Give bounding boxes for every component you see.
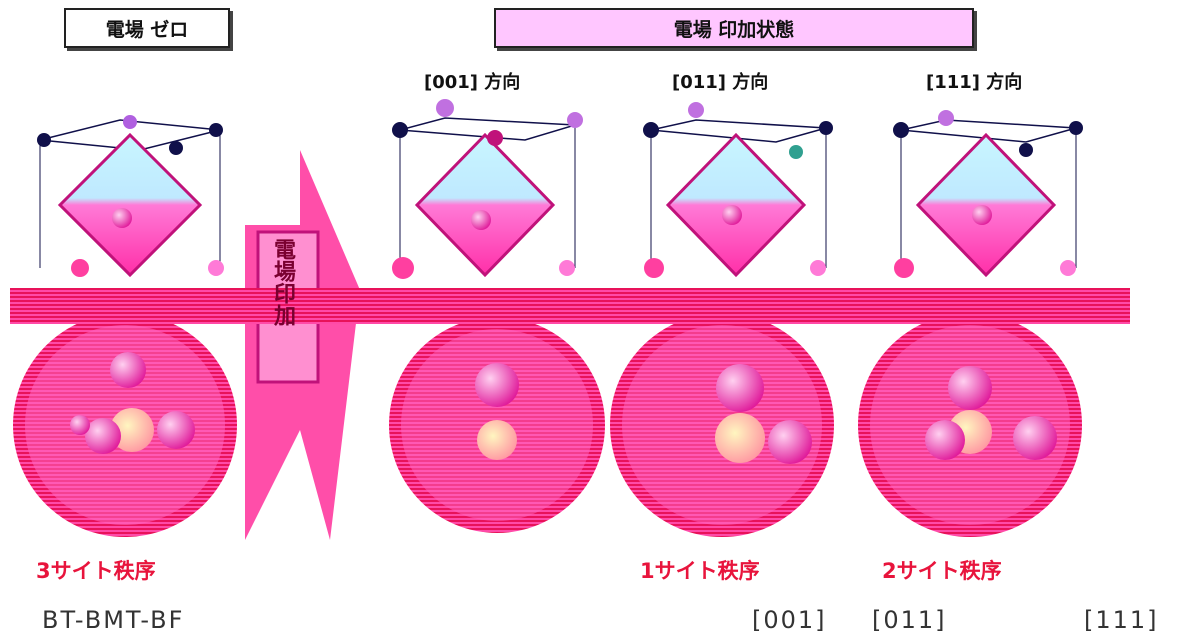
three-site-order-label: 3サイト秩序 xyxy=(36,559,156,583)
one-site-order-label: 1サイト秩序 xyxy=(640,559,760,583)
unit-cell-011 xyxy=(643,102,833,278)
unit-cell-zero xyxy=(37,115,224,278)
field-applied-arrow-label: 電場印加 xyxy=(270,238,295,326)
applied-field-header: 電場 印加状態 xyxy=(494,8,974,48)
material-name: BT-BMT-BF xyxy=(42,606,185,634)
footer-001: [001] xyxy=(752,606,827,634)
zero-field-label: 電場 ゼロ xyxy=(105,18,189,41)
unit-cell-111 xyxy=(893,110,1083,278)
two-site-order-label: 2サイト秩序 xyxy=(882,559,1002,583)
order-circle-zero xyxy=(13,313,237,537)
order-circle-111 xyxy=(858,313,1082,537)
applied-field-label: 電場 印加状態 xyxy=(673,18,795,41)
unit-cell-001 xyxy=(392,99,583,279)
order-circle-001 xyxy=(389,317,605,533)
direction-011-label: [011] 方向 xyxy=(672,72,769,93)
footer-011: [011] xyxy=(872,606,947,634)
zero-field-header: 電場 ゼロ xyxy=(64,8,230,48)
footer-111: [111] xyxy=(1084,606,1159,634)
direction-111-label: [111] 方向 xyxy=(926,72,1023,93)
direction-001-label: [001] 方向 xyxy=(424,72,521,93)
field-applied-arrow xyxy=(245,150,360,540)
order-circle-011 xyxy=(610,313,834,537)
